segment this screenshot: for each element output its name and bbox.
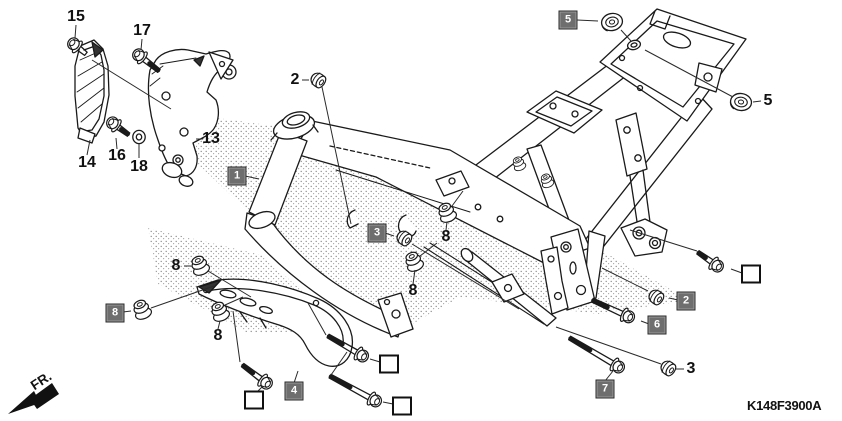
empty-ref-box-2 (379, 354, 399, 374)
callout-13: 13 (202, 130, 220, 147)
boxed-callout-3: 3 (367, 223, 387, 243)
boxed-callout-4: 4 (284, 381, 304, 401)
callout-2: 2 (290, 71, 300, 88)
callout-14: 14 (78, 154, 96, 171)
callout-3: 3 (686, 360, 696, 377)
skid-plate (196, 278, 354, 367)
bolt-15 (63, 33, 88, 57)
boxed-callout-8: 8 (105, 303, 125, 323)
boxed-callout-2: 2 (676, 291, 696, 311)
callout-8-b: 8 (213, 327, 223, 344)
grommet-5-right (728, 91, 754, 113)
bolt-unlabeled-1 (696, 250, 728, 276)
empty-ref-box-3 (392, 396, 412, 416)
bolt-16 (102, 113, 131, 137)
bolt-boxed-6 (590, 297, 638, 327)
bolt-boxed-7 (567, 335, 628, 377)
bolt-unlabeled-3 (328, 373, 385, 411)
step-bracket (147, 48, 237, 187)
empty-ref-box-4 (244, 390, 264, 410)
washer-18 (132, 129, 146, 145)
rubber-plug-2-top (307, 69, 329, 91)
callout-8-c: 8 (441, 228, 451, 245)
fr-direction-arrow-icon (8, 383, 59, 414)
boxed-callout-1: 1 (227, 166, 247, 186)
bolt-unlabeled-2 (326, 333, 372, 366)
step-bracket-cover (74, 39, 110, 144)
leader-lines (74, 19, 762, 405)
callout-8-d: 8 (408, 282, 418, 299)
callout-8-a: 8 (171, 257, 181, 274)
callout-17: 17 (133, 22, 151, 39)
bolt-unlabeled-4 (240, 362, 277, 393)
rubber-plug-3-right (657, 357, 679, 379)
boxed-callout-5: 5 (558, 10, 578, 30)
callout-18: 18 (130, 158, 148, 175)
empty-ref-box-1 (741, 264, 761, 284)
boxed-callout-6: 6 (647, 315, 667, 335)
grommet-5-top (599, 10, 625, 34)
boxed-callout-7: 7 (595, 379, 615, 399)
diagram-code: K148F3900A (747, 398, 822, 413)
callout-5: 5 (763, 92, 773, 109)
callout-15: 15 (67, 8, 85, 25)
frame-body (244, 8, 747, 338)
callout-16: 16 (108, 147, 126, 164)
bolt-17 (128, 44, 161, 74)
